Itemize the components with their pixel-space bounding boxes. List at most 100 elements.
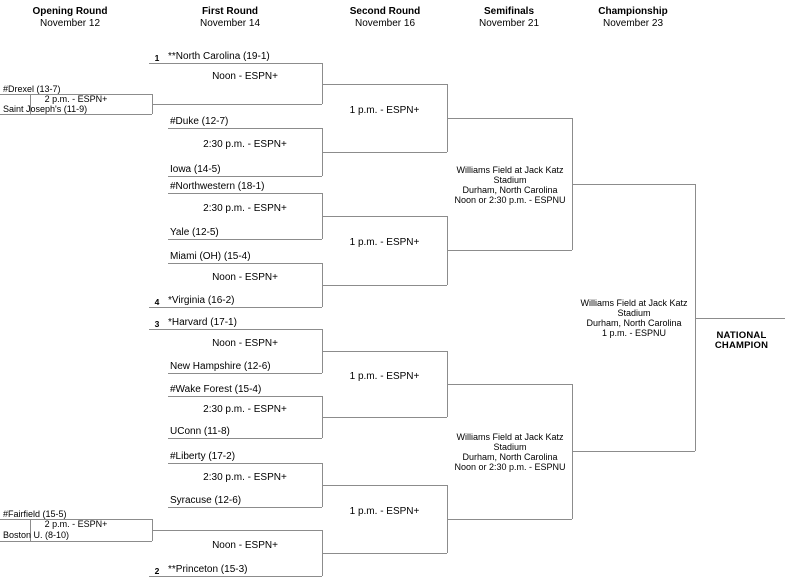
- team-syracuse: Syracuse (12-6): [170, 495, 242, 506]
- team-drexel: #Drexel (13-7): [3, 84, 61, 94]
- column-title: Championship: [598, 6, 668, 17]
- team-saint-josephs: Saint Joseph's (11-9): [3, 104, 88, 114]
- champion-line: CHAMPION: [714, 340, 769, 351]
- seed-number: 2: [154, 566, 160, 576]
- venue-line: Durham, North Carolina: [462, 185, 558, 195]
- bracket-line: [30, 94, 31, 114]
- column-date: November 16: [354, 18, 416, 29]
- venue-line: Stadium: [493, 175, 527, 185]
- bracket-line: [152, 104, 322, 105]
- game-time: 2 p.m. - ESPN+: [44, 94, 108, 104]
- bracket-line: [0, 114, 152, 115]
- game-time: 2:30 p.m. - ESPN+: [203, 404, 287, 415]
- game-time: 1 p.m. - ESPN+: [349, 506, 420, 517]
- bracket-line: [322, 485, 447, 486]
- team-princeton: **Princeton (15-3): [168, 564, 248, 575]
- bracket-line: [572, 184, 695, 185]
- game-time: Noon - ESPN+: [212, 272, 278, 283]
- bracket-line: [572, 451, 695, 452]
- champion-line: NATIONAL: [716, 330, 767, 341]
- seed-number: 1: [154, 53, 160, 63]
- column-header-second-round: Second Round November 16: [350, 6, 421, 29]
- column-header-opening-round: Opening Round November 12: [33, 6, 108, 29]
- venue-line: Stadium: [493, 442, 527, 452]
- bracket-line: [322, 417, 447, 418]
- bracket-line: [447, 118, 572, 119]
- team-boston-u: Boston U. (8-10): [3, 530, 70, 540]
- column-header-championship: Championship November 23: [598, 6, 667, 29]
- bracket-line: [30, 519, 31, 541]
- bracket-line: [322, 351, 447, 352]
- column-header-semifinals: Semifinals November 21: [479, 6, 539, 29]
- bracket-line: [0, 94, 152, 95]
- team-north-carolina: **North Carolina (19-1): [168, 51, 270, 62]
- column-title: Opening Round: [32, 6, 108, 17]
- team-northwestern: #Northwestern (18-1): [170, 181, 265, 192]
- column-date: November 23: [602, 18, 664, 29]
- bracket-line: [168, 373, 322, 374]
- game-time: 2:30 p.m. - ESPN+: [203, 139, 287, 150]
- bracket-line: [0, 541, 152, 542]
- bracket-line: [168, 463, 322, 464]
- bracket-line: [168, 507, 322, 508]
- bracket-line: [322, 216, 447, 217]
- game-time: 1 p.m. - ESPN+: [349, 371, 420, 382]
- bracket-line: [447, 250, 572, 251]
- bracket-line: [168, 396, 322, 397]
- semifinal-1-venue: Williams Field at Jack Katz Stadium Durh…: [448, 165, 572, 205]
- bracket-line: [168, 263, 322, 264]
- bracket-line: [695, 318, 785, 319]
- team-duke: #Duke (12-7): [170, 116, 229, 127]
- column-date: November 21: [478, 18, 540, 29]
- bracket-line: [168, 438, 322, 439]
- team-new-hampshire: New Hampshire (12-6): [170, 361, 271, 372]
- bracket-line: [322, 553, 447, 554]
- team-iowa: Iowa (14-5): [170, 164, 221, 175]
- bracket-line: [168, 128, 322, 129]
- seed-number: 3: [154, 319, 160, 329]
- column-header-first-round: First Round November 14: [200, 6, 260, 29]
- bracket-line: [695, 184, 696, 451]
- game-time: Noon - ESPN+: [212, 540, 278, 551]
- bracket-line: [149, 576, 322, 577]
- team-uconn: UConn (11-8): [170, 426, 230, 437]
- semifinal-2-venue: Williams Field at Jack Katz Stadium Durh…: [448, 432, 572, 472]
- bracket-line: [322, 152, 447, 153]
- team-harvard: *Harvard (17-1): [168, 317, 237, 328]
- national-champion-label: NATIONAL CHAMPION: [698, 331, 785, 351]
- team-wake-forest: #Wake Forest (15-4): [170, 384, 262, 395]
- team-miami-oh: Miami (OH) (15-4): [170, 251, 251, 262]
- team-yale: Yale (12-5): [170, 227, 219, 238]
- bracket-line: [322, 63, 323, 104]
- bracket-line: [322, 285, 447, 286]
- seed-number: 4: [154, 297, 160, 307]
- venue-line: Noon or 2:30 p.m. - ESPNU: [454, 195, 566, 205]
- team-fairfield: #Fairfield (15-5): [3, 509, 67, 519]
- column-title: First Round: [201, 6, 259, 17]
- team-liberty: #Liberty (17-2): [170, 451, 236, 462]
- venue-line: Noon or 2:30 p.m. - ESPNU: [454, 462, 566, 472]
- venue-line: Williams Field at Jack Katz: [580, 298, 688, 308]
- column-title: Second Round: [349, 6, 421, 17]
- column-date: November 12: [39, 18, 101, 29]
- venue-line: 1 p.m. - ESPNU: [601, 328, 666, 338]
- column-title: Semifinals: [483, 6, 535, 17]
- game-time: 2:30 p.m. - ESPN+: [203, 472, 287, 483]
- venue-line: Durham, North Carolina: [462, 452, 558, 462]
- column-date: November 14: [199, 18, 261, 29]
- bracket-line: [168, 176, 322, 177]
- bracket-line: [447, 519, 572, 520]
- venue-line: Williams Field at Jack Katz: [456, 165, 564, 175]
- venue-line: Durham, North Carolina: [586, 318, 682, 328]
- venue-line: Williams Field at Jack Katz: [456, 432, 564, 442]
- bracket-line: [149, 307, 322, 308]
- bracket-line: [447, 384, 572, 385]
- championship-venue: Williams Field at Jack Katz Stadium Durh…: [572, 298, 696, 338]
- bracket-line: [0, 519, 152, 520]
- game-time: 2:30 p.m. - ESPN+: [203, 203, 287, 214]
- bracket-line: [168, 193, 322, 194]
- venue-line: Stadium: [617, 308, 651, 318]
- team-virginia: *Virginia (16-2): [168, 295, 235, 306]
- game-time: Noon - ESPN+: [212, 71, 278, 82]
- game-time: 1 p.m. - ESPN+: [349, 237, 420, 248]
